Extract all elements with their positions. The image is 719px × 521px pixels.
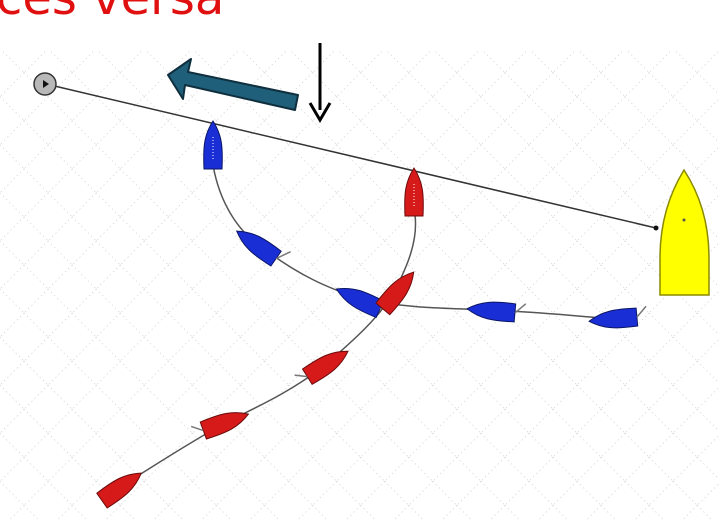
red-boat — [404, 167, 424, 217]
blue-boat — [203, 120, 223, 170]
red-boat — [190, 412, 250, 440]
start-line — [45, 83, 657, 229]
red-boat — [96, 472, 143, 509]
left-arrow-icon — [167, 58, 299, 111]
start-line-end-dot — [653, 225, 659, 231]
down-arrow-icon — [308, 43, 332, 123]
pin-buoy-icon — [33, 72, 57, 96]
red-boat — [375, 271, 415, 316]
blue-boat — [466, 301, 527, 323]
slide-title: ces versa — [0, 0, 224, 26]
blue-boat — [588, 305, 647, 329]
blue-boat — [235, 230, 291, 267]
grid-background — [0, 50, 719, 521]
red-boat — [294, 350, 349, 385]
committee-boat-icon — [659, 168, 710, 296]
